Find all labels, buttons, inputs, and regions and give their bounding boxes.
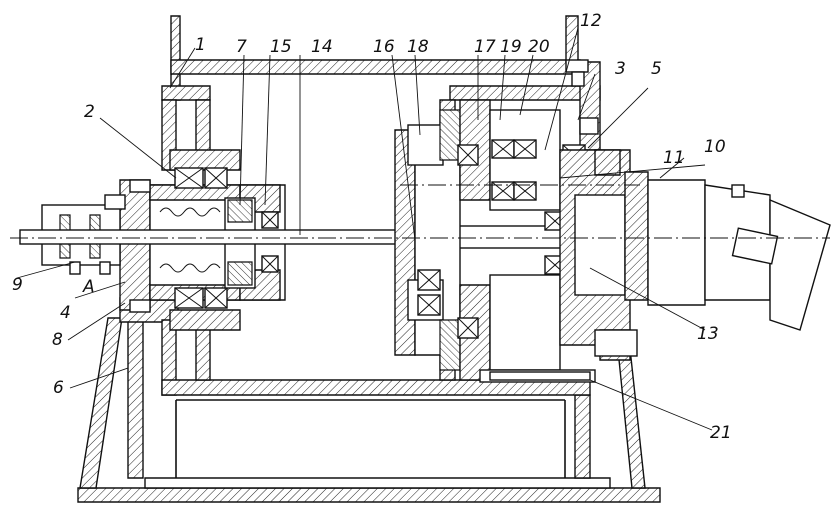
label-13: 13 bbox=[697, 324, 719, 344]
label-12: 12 bbox=[580, 11, 602, 31]
label-5: 5 bbox=[651, 59, 662, 79]
label-21: 21 bbox=[710, 423, 732, 443]
label-17: 17 bbox=[474, 37, 496, 57]
label-20: 20 bbox=[528, 37, 550, 57]
label-6: 6 bbox=[53, 378, 64, 398]
base-frame bbox=[77, 297, 661, 503]
label-2: 2 bbox=[84, 102, 95, 122]
planetary-stage bbox=[394, 99, 586, 381]
label-9: 9 bbox=[12, 275, 23, 295]
label-19: 19 bbox=[500, 37, 522, 57]
leader-lines bbox=[16, 27, 713, 431]
label-1: 1 bbox=[195, 35, 206, 55]
motor-adapter bbox=[479, 149, 649, 383]
tie-rod bbox=[489, 371, 591, 381]
label-18: 18 bbox=[407, 37, 429, 57]
hydraulic-motor bbox=[647, 179, 831, 331]
label-16: 16 bbox=[373, 37, 395, 57]
top-bolt bbox=[565, 59, 599, 135]
part-labels: 1 2 7 15 14 16 18 17 19 20 12 3 5 11 10 … bbox=[12, 11, 732, 443]
label-15: 15 bbox=[270, 37, 292, 57]
label-14: 14 bbox=[311, 37, 333, 57]
label-4: 4 bbox=[60, 303, 71, 323]
label-11: 11 bbox=[663, 148, 685, 168]
label-A: A bbox=[82, 277, 95, 297]
label-7: 7 bbox=[236, 37, 247, 57]
label-3: 3 bbox=[615, 59, 626, 79]
main-shaft bbox=[19, 225, 601, 249]
label-10: 10 bbox=[704, 137, 726, 157]
label-8: 8 bbox=[52, 330, 63, 350]
